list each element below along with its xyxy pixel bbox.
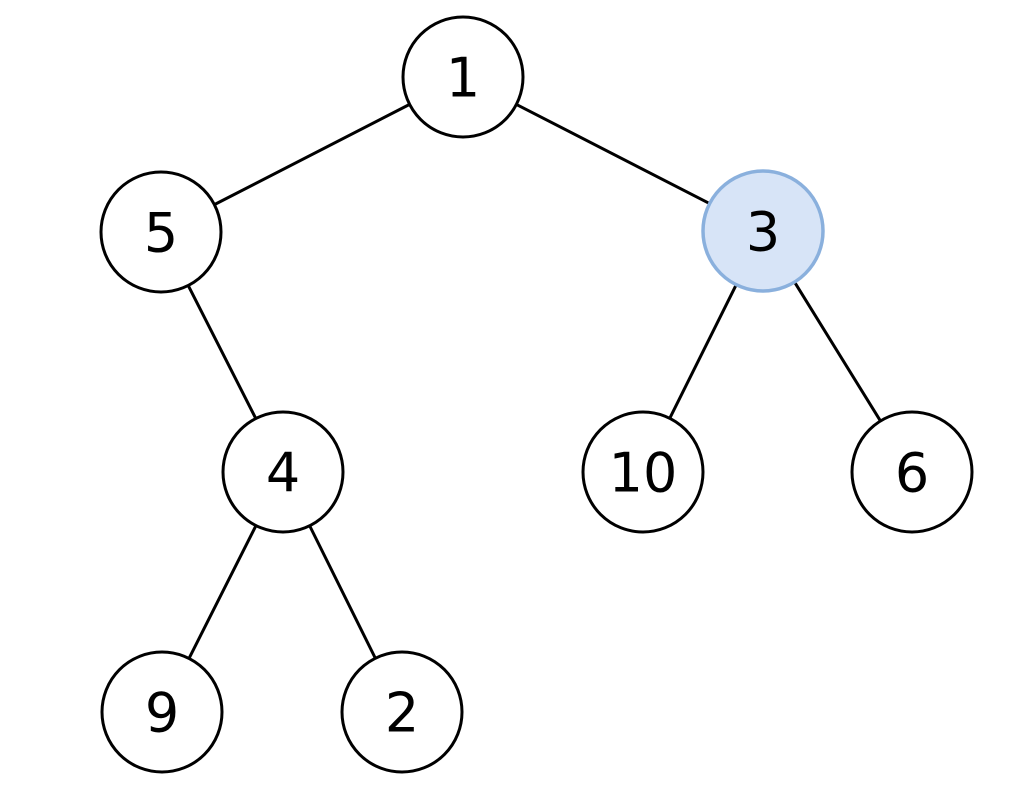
node-label: 2	[385, 682, 419, 745]
tree-edge-1-5	[212, 102, 412, 207]
tree-edge-3-6	[793, 280, 882, 423]
node-circle[interactable]	[401, 15, 525, 139]
tree-node-3[interactable]: 3	[701, 169, 825, 293]
edges-layer	[186, 102, 882, 660]
node-label: 10	[609, 442, 678, 505]
node-circle[interactable]	[340, 650, 464, 774]
tree-node-5[interactable]: 5	[99, 170, 223, 294]
node-label: 3	[746, 201, 780, 264]
node-circle[interactable]	[581, 410, 705, 534]
node-circle[interactable]	[99, 170, 223, 294]
tree-node-4[interactable]: 4	[221, 410, 345, 534]
tree-edge-4-9	[187, 524, 258, 660]
node-circle[interactable]	[221, 410, 345, 534]
node-label: 1	[446, 47, 480, 110]
tree-node-10[interactable]: 10	[581, 410, 705, 534]
tree-edge-5-4	[186, 283, 258, 421]
node-circle-highlighted[interactable]	[701, 169, 825, 293]
node-circle[interactable]	[100, 650, 224, 774]
tree-node-1[interactable]: 1	[401, 15, 525, 139]
node-label: 6	[895, 442, 929, 505]
node-circle[interactable]	[850, 410, 974, 534]
tree-edge-4-2	[308, 524, 377, 660]
nodes-layer: 1 5 3 4 10 6 9 2	[99, 15, 974, 774]
node-label: 4	[266, 442, 300, 505]
tree-node-6[interactable]: 6	[850, 410, 974, 534]
tree-edge-3-10	[668, 283, 738, 420]
tree-node-2[interactable]: 2	[340, 650, 464, 774]
tree-edge-1-3	[514, 102, 712, 206]
tree-node-9[interactable]: 9	[100, 650, 224, 774]
node-label: 9	[145, 682, 179, 745]
node-label: 5	[144, 202, 178, 265]
